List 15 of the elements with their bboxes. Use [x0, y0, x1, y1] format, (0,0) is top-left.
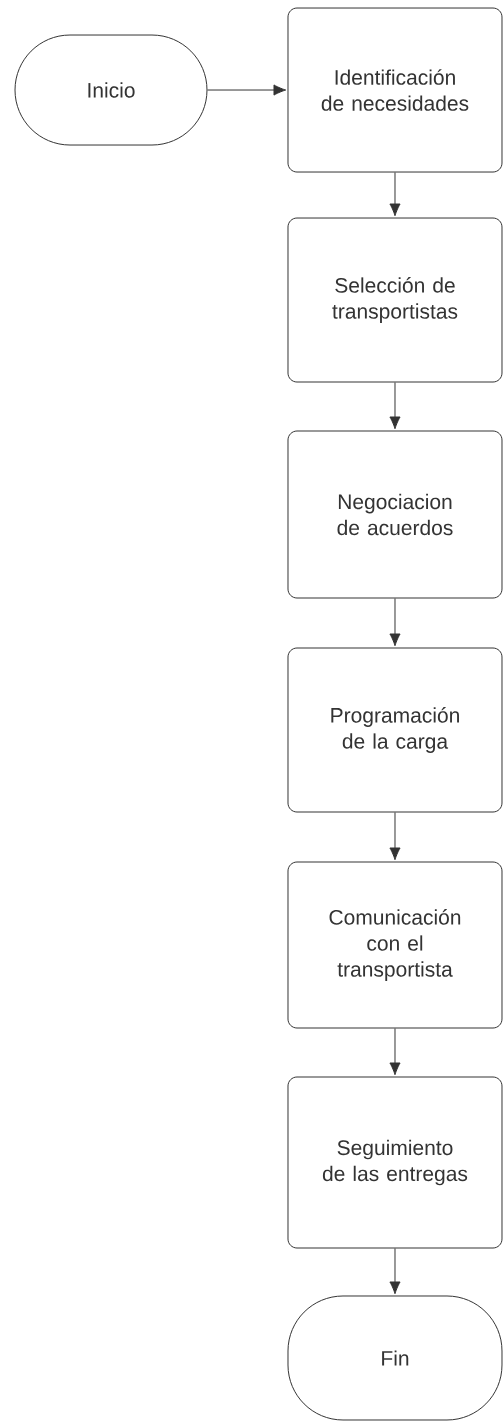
arrow: [207, 84, 287, 96]
process-box: Seguimiento de las entregas: [287, 1076, 503, 1249]
arrow: [389, 1248, 401, 1295]
arrow: [389, 598, 401, 647]
process-box: Negociacion de acuerdos: [287, 430, 503, 599]
arrow: [389, 812, 401, 861]
process-box: Comunicación con el transportista: [287, 861, 503, 1029]
arrow: [389, 172, 401, 217]
terminal-stadium: Fin: [287, 1295, 503, 1421]
arrow: [389, 1028, 401, 1076]
process-box: Identificación de necesidades: [287, 7, 503, 173]
process-box: Selección de transportistas: [287, 217, 503, 383]
terminal-stadium: Inicio: [14, 34, 208, 146]
arrow: [389, 382, 401, 430]
process-box: Programación de la carga: [287, 647, 503, 813]
